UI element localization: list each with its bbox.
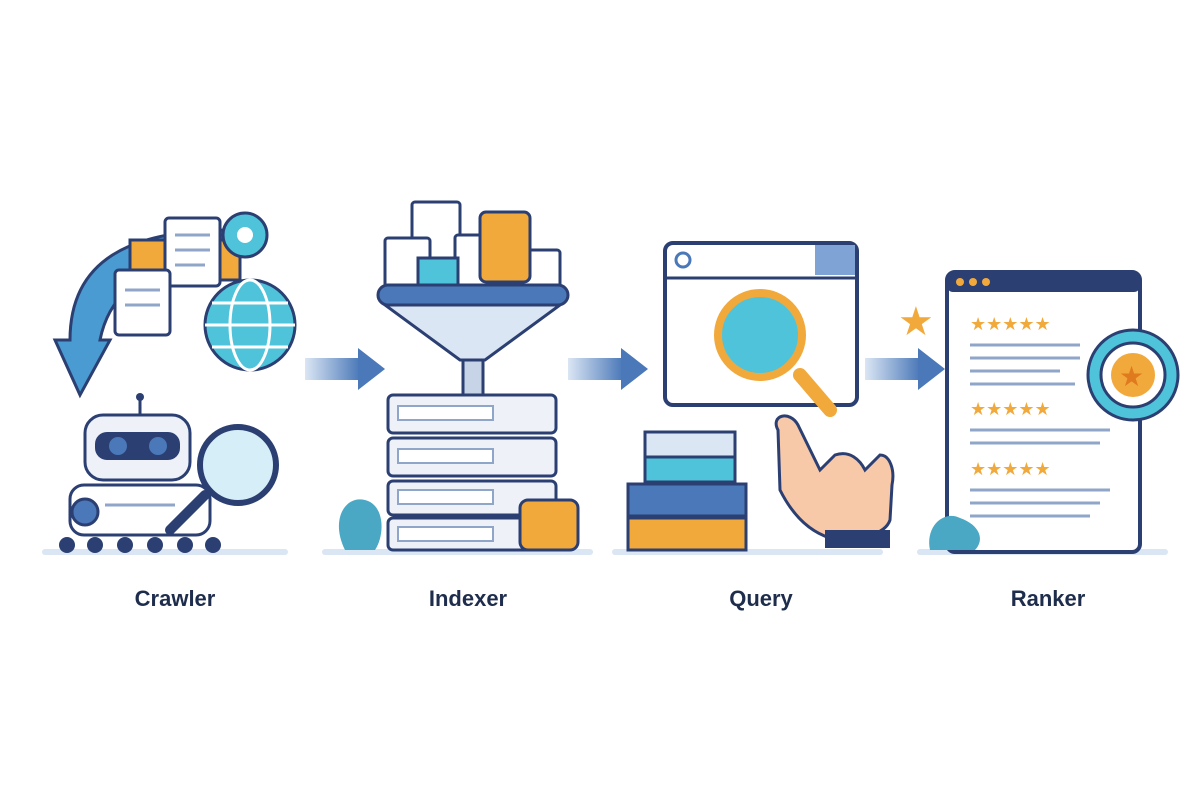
arrow-icon (865, 348, 945, 390)
stage-label-ranker: Ranker (1010, 586, 1086, 611)
query-illustration (626, 241, 895, 552)
svg-text:★★★★★: ★★★★★ (970, 399, 1051, 420)
badge-star-icon: ★ (1086, 328, 1180, 422)
crawler-illustration (52, 211, 297, 553)
indexer-illustration (338, 200, 580, 552)
star-icon: ★ (898, 299, 934, 345)
ranker-illustration: ★★★★★ ★★★★★ ★★★★★ ★ ★ (898, 270, 1180, 554)
search-icon (674, 251, 692, 269)
svg-text:★★★★★: ★★★★★ (970, 314, 1051, 335)
magnifier-icon (165, 424, 279, 535)
star-rating-icon: ★★★★★ ★★★★★ ★★★★★ (970, 314, 1051, 480)
blocks-icon (626, 430, 748, 552)
arrow-icon (305, 348, 385, 390)
robot-icon (59, 393, 221, 553)
svg-text:★★★★★: ★★★★★ (970, 459, 1051, 480)
stage-label-indexer: Indexer (428, 586, 508, 611)
arrow-icon (568, 348, 648, 390)
stage-label-query: Query (729, 586, 793, 611)
stage-label-crawler: Crawler (134, 586, 216, 611)
hand-pointer-icon (774, 414, 895, 548)
funnel-icon (376, 283, 570, 397)
svg-text:★: ★ (1119, 360, 1144, 393)
magnifier-icon (714, 289, 837, 417)
globe-icon (203, 278, 297, 372)
